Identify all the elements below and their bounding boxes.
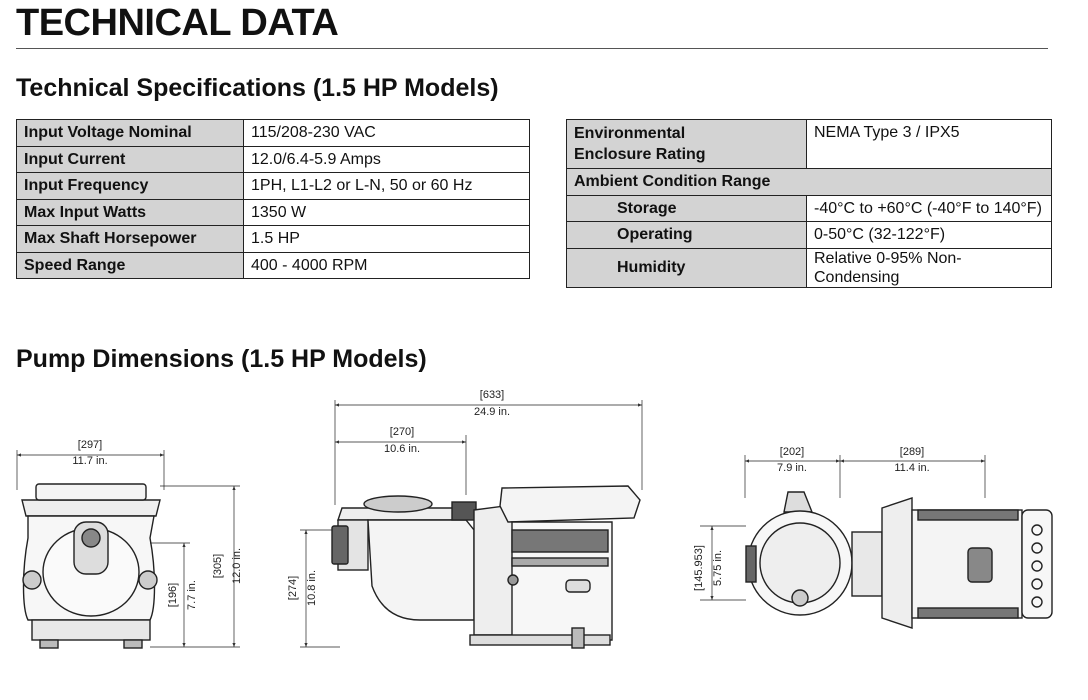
top-c-mm: [145.953] <box>693 545 705 591</box>
table-row: Storage -40°C to +60°C (-40°F to 140°F) <box>566 194 1052 222</box>
side-length-mm: [633] <box>480 389 504 401</box>
top-a-in: 7.9 in. <box>777 462 807 474</box>
electrical-specs-table: Input Voltage Nominal 115/208-230 VAC In… <box>16 119 530 279</box>
spec-label: Operating <box>566 221 807 249</box>
environment-specs-table: Environmental Enclosure Rating NEMA Type… <box>566 119 1052 288</box>
spec-label: Environmental Enclosure Rating <box>566 119 807 169</box>
side-view-drawing <box>300 400 643 649</box>
spec-value: 1.5 HP <box>243 225 530 253</box>
page-title: TECHNICAL DATA <box>16 2 339 44</box>
spec-label: Max Shaft Horsepower <box>16 225 244 253</box>
spec-value: 1350 W <box>243 198 530 226</box>
front-height-mm: [305] <box>212 554 224 578</box>
front-view-drawing <box>16 450 240 649</box>
table-row: Max Input Watts 1350 W <box>16 198 530 226</box>
top-b-in: 11.4 in. <box>894 462 929 474</box>
spec-value: NEMA Type 3 / IPX5 <box>806 119 1052 169</box>
table-row: Input Frequency 1PH, L1-L2 or L-N, 50 or… <box>16 172 530 200</box>
table-row: Max Shaft Horsepower 1.5 HP <box>16 225 530 253</box>
spec-label: Max Input Watts <box>16 198 244 226</box>
front-height-in: 12.0 in. <box>231 548 243 584</box>
enclosure-label-line2: Enclosure Rating <box>574 146 706 163</box>
side-port-mm: [274] <box>287 576 299 600</box>
top-b-mm: [289] <box>900 446 924 458</box>
dimensions-section-title: Pump Dimensions (1.5 HP Models) <box>16 345 427 373</box>
spec-value: 115/208-230 VAC <box>243 119 530 147</box>
enclosure-label-line1: Environmental <box>574 125 686 142</box>
side-front-in: 10.6 in. <box>384 443 420 455</box>
table-row: Input Current 12.0/6.4-5.9 Amps <box>16 145 530 173</box>
side-port-in: 10.8 in. <box>306 570 318 606</box>
ambient-heading: Ambient Condition Range <box>566 168 1052 196</box>
table-row: Speed Range 400 - 4000 RPM <box>16 251 530 279</box>
pump-dimension-drawings: [297] 11.7 in. [196] 7.7 in. [305] 12.0 … <box>16 389 1053 649</box>
spec-label: Input Voltage Nominal <box>16 119 244 147</box>
spec-value: 12.0/6.4-5.9 Amps <box>243 145 530 173</box>
spec-value: -40°C to +60°C (-40°F to 140°F) <box>806 194 1052 222</box>
title-divider <box>16 48 1048 49</box>
spec-label: Input Current <box>16 145 244 173</box>
top-a-mm: [202] <box>780 446 804 458</box>
front-inlet-mm: [196] <box>167 583 179 607</box>
specs-section-title: Technical Specifications (1.5 HP Models) <box>16 74 499 102</box>
spec-value: 1PH, L1-L2 or L-N, 50 or 60 Hz <box>243 172 530 200</box>
front-inlet-in: 7.7 in. <box>186 580 198 610</box>
table-row: Environmental Enclosure Rating NEMA Type… <box>566 119 1052 169</box>
spec-value: Relative 0-95% Non-Condensing <box>806 247 1052 288</box>
table-row: Input Voltage Nominal 115/208-230 VAC <box>16 119 530 147</box>
front-width-in: 11.7 in. <box>72 455 107 467</box>
spec-label: Humidity <box>566 247 807 288</box>
spec-value: 0-50°C (32-122°F) <box>806 221 1052 249</box>
spec-value: 400 - 4000 RPM <box>243 251 530 279</box>
spec-label: Storage <box>566 194 807 222</box>
front-width-mm: [297] <box>78 439 102 451</box>
table-row: Humidity Relative 0-95% Non-Condensing <box>566 247 1052 288</box>
table-row: Ambient Condition Range <box>566 168 1052 196</box>
table-row: Operating 0-50°C (32-122°F) <box>566 221 1052 249</box>
spec-label: Speed Range <box>16 251 244 279</box>
top-c-in: 5.75 in. <box>712 550 724 586</box>
top-view-drawing <box>700 455 1053 629</box>
side-front-mm: [270] <box>390 426 414 438</box>
spec-label: Input Frequency <box>16 172 244 200</box>
side-length-in: 24.9 in. <box>474 406 510 418</box>
